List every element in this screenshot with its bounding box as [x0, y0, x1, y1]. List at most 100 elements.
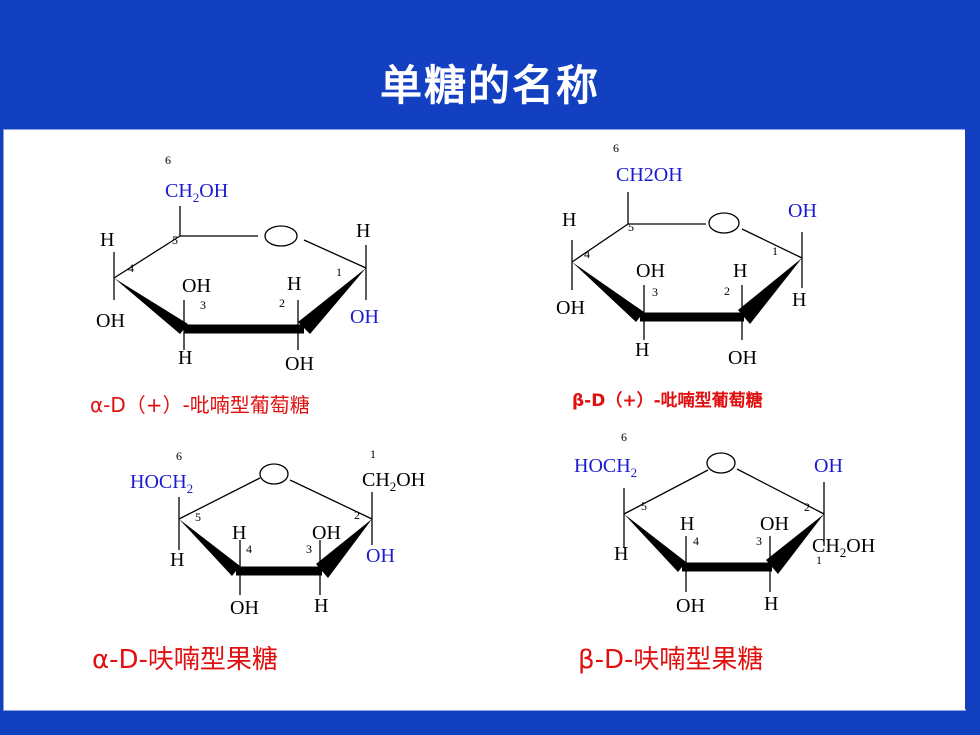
oh-label-c4: OH	[556, 297, 585, 319]
carbon-number-3: 3	[200, 298, 206, 312]
h-label-c1: H	[792, 289, 806, 311]
carbon-number-5: 5	[195, 510, 201, 524]
wedge-c2-c1	[298, 268, 366, 334]
hoch2-group: HOCH2	[130, 471, 193, 496]
subscript: 2	[193, 190, 200, 205]
h-label-c3: H	[178, 347, 192, 369]
hoch2-group: HOCH2	[574, 455, 637, 480]
h-label-c1: H	[356, 220, 370, 242]
h-label-c4-top: H	[100, 229, 114, 251]
carbon-number-6: 6	[613, 141, 619, 155]
carbon-number-5: 5	[172, 233, 178, 247]
oh-label-c2: OH	[814, 455, 843, 477]
carbon-number-6: 6	[621, 430, 627, 444]
caption-beta-glucopyranose: β-D（+）-吡喃型葡萄糖	[572, 390, 763, 411]
carbon-number-4: 4	[128, 261, 134, 275]
carbon-number-1: 1	[772, 244, 778, 258]
h-label-c2: H	[733, 260, 747, 282]
oh-label-c2: OH	[285, 353, 314, 375]
oh-label-c3: OH	[636, 260, 665, 282]
carbon-number-6: 6	[165, 153, 171, 167]
h-label-c4: H	[232, 522, 246, 544]
bond-o-c2	[289, 479, 373, 520]
bond-c5-c4	[113, 235, 181, 279]
oh-label-c2: OH	[366, 545, 395, 567]
oh-label-c4: OH	[96, 310, 125, 332]
hoch-text: HOCH	[130, 471, 187, 493]
wedge-c2-c1	[738, 258, 802, 324]
ring-oxygen	[259, 463, 289, 485]
right-edge-bar	[965, 129, 980, 709]
subscript: 2	[390, 479, 397, 494]
h-label-c3: H	[314, 595, 328, 617]
oh-suffix: OH	[199, 180, 228, 202]
bond-c5-o	[178, 477, 261, 520]
ch2oh-group-c1: CH2OH	[362, 469, 425, 494]
wedge-c5-c4	[624, 514, 686, 572]
carbon-number-6: 6	[176, 449, 182, 463]
bond-o-c1	[303, 239, 367, 269]
carbon-number-5: 5	[628, 220, 634, 234]
oh-label-c2: OH	[728, 347, 757, 369]
ring-oxygen	[706, 452, 736, 474]
subscript: 2	[840, 545, 847, 560]
carbon-number-2: 2	[804, 500, 810, 514]
caption-beta-fructofuranose: β-D-呋喃型果糖	[578, 645, 763, 675]
oh-label-c3: OH	[182, 275, 211, 297]
h-label-c5: H	[170, 549, 184, 571]
ring-oxygen	[264, 225, 298, 247]
oh-suffix: OH	[396, 469, 425, 491]
oh-label-c4: OH	[230, 597, 259, 619]
beta-fructofuranose: 6 HOCH2 5 H H 4 OH OH 3 H OH 2 CH2OH 1 β…	[574, 430, 875, 675]
h-label-c3: H	[635, 339, 649, 361]
carbon-number-2: 2	[279, 296, 285, 310]
h-label-c4: H	[680, 513, 694, 535]
wedge-c3-c2	[766, 514, 824, 574]
bond-c5-c4	[571, 223, 629, 263]
ring-oxygen	[708, 212, 740, 234]
carbon-number-3: 3	[306, 542, 312, 556]
bond-o-c1	[741, 228, 803, 259]
oh-label-c1: OH	[788, 200, 817, 222]
h-label-c5: H	[614, 543, 628, 565]
carbon-number-1: 1	[370, 447, 376, 461]
carbon-number-4: 4	[246, 542, 252, 556]
carbon-number-4: 4	[584, 247, 590, 261]
carbon-number-2: 2	[354, 508, 360, 522]
hoch-text: HOCH	[574, 455, 631, 477]
h-label-c4-top: H	[562, 209, 576, 231]
caption-alpha-glucopyranose: α-D（+）-吡喃型葡萄糖	[90, 393, 310, 417]
bond-o-c2	[736, 468, 825, 515]
h-label-c3: H	[764, 593, 778, 615]
slide-title: 单糖的名称	[379, 61, 600, 110]
carbon-number-3: 3	[652, 285, 658, 299]
oh-label-c3: OH	[312, 522, 341, 544]
beta-glucopyranose: 6 CH2OH H 5 4 OH OH 3 H H 2 OH OH 1 H β-…	[556, 141, 817, 411]
oh-label-c4: OH	[676, 595, 705, 617]
content-panel	[3, 129, 966, 711]
ch2oh-group: CH2OH	[616, 164, 683, 186]
wedge-c3-c2	[316, 519, 372, 578]
carbon-number-1: 1	[336, 265, 342, 279]
carbon-number-3: 3	[756, 534, 762, 548]
carbon-number-4: 4	[693, 534, 699, 548]
oh-suffix: OH	[846, 535, 875, 557]
h-label-c2: H	[287, 273, 301, 295]
caption-alpha-fructofuranose: α-D-呋喃型果糖	[92, 645, 278, 675]
ch2oh-group: CH2OH	[165, 180, 228, 205]
oh-label-c1: OH	[350, 306, 379, 328]
carbon-number-5: 5	[641, 499, 647, 513]
wedge-c4-c3	[114, 278, 188, 334]
oh-label-c3: OH	[760, 513, 789, 535]
bond-c5-o	[623, 469, 709, 515]
subscript: 2	[187, 481, 194, 496]
wedge-c4-c3	[572, 262, 644, 322]
ch-text: CH	[812, 535, 840, 557]
alpha-fructofuranose: 6 HOCH2 5 H H 4 OH OH 3 H 1 CH2OH 2 OH α…	[92, 447, 425, 675]
ch-text: CH	[362, 469, 390, 491]
carbon-number-1: 1	[816, 553, 822, 567]
carbon-number-2: 2	[724, 284, 730, 298]
alpha-glucopyranose: 6 CH2OH 5 H 4 OH OH 3 H H 2 OH H 1 OH α-…	[90, 153, 379, 417]
